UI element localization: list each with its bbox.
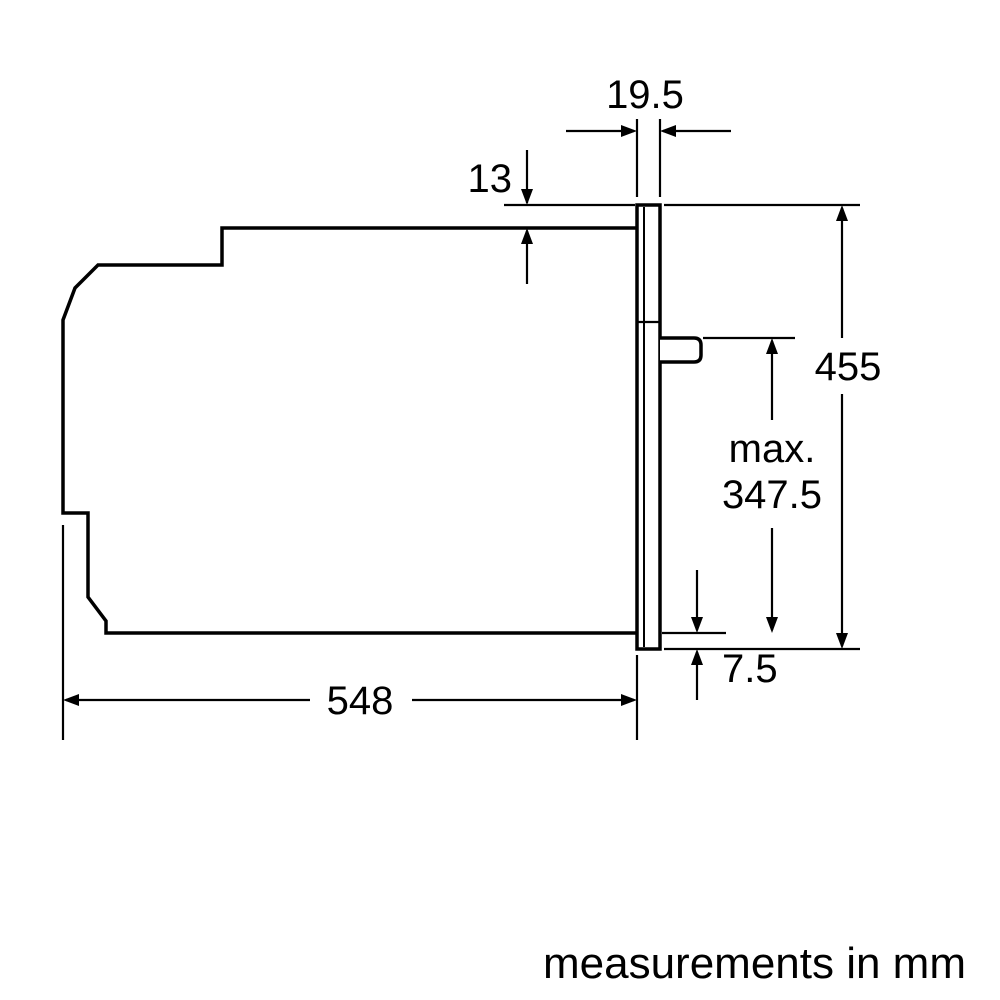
arrowhead-left: [660, 125, 676, 137]
dim-label-body-depth: 548: [327, 679, 394, 723]
dim-label-max: max.: [729, 427, 816, 471]
door-handle: [660, 336, 703, 364]
arrowhead-up: [521, 228, 533, 244]
front-panel: [635, 203, 662, 651]
arrowhead-up: [766, 338, 778, 354]
dimension-panel-depth: 19.5: [566, 73, 731, 197]
dim-label-total-height: 455: [815, 345, 882, 389]
dimension-handle-max: max. 347.5: [703, 336, 822, 633]
arrowhead-left: [63, 694, 79, 706]
units-caption: measurements in mm: [543, 939, 966, 988]
arrowhead-right: [621, 694, 637, 706]
dimension-top-overhang: 13: [468, 150, 635, 284]
arrowhead-down: [836, 633, 848, 649]
dim-label-max-value: 347.5: [722, 473, 822, 517]
dimension-body-depth: 548: [61, 525, 639, 740]
appliance-outline: [61, 203, 703, 651]
arrowhead-up: [836, 205, 848, 221]
arrowhead-down: [691, 617, 703, 633]
appliance-body-outline: [61, 226, 637, 635]
arrowhead-down: [766, 617, 778, 633]
dimension-total-height: 455: [664, 203, 882, 651]
arrowhead-down: [521, 189, 533, 205]
dim-label-panel-depth: 19.5: [606, 73, 684, 117]
arrowhead-right: [621, 125, 637, 137]
dim-label-top-overhang: 13: [468, 157, 513, 201]
dim-label-bottom-overhang: 7.5: [722, 647, 778, 691]
arrowhead-up: [691, 649, 703, 665]
dimension-bottom-overhang: 7.5: [662, 570, 778, 700]
